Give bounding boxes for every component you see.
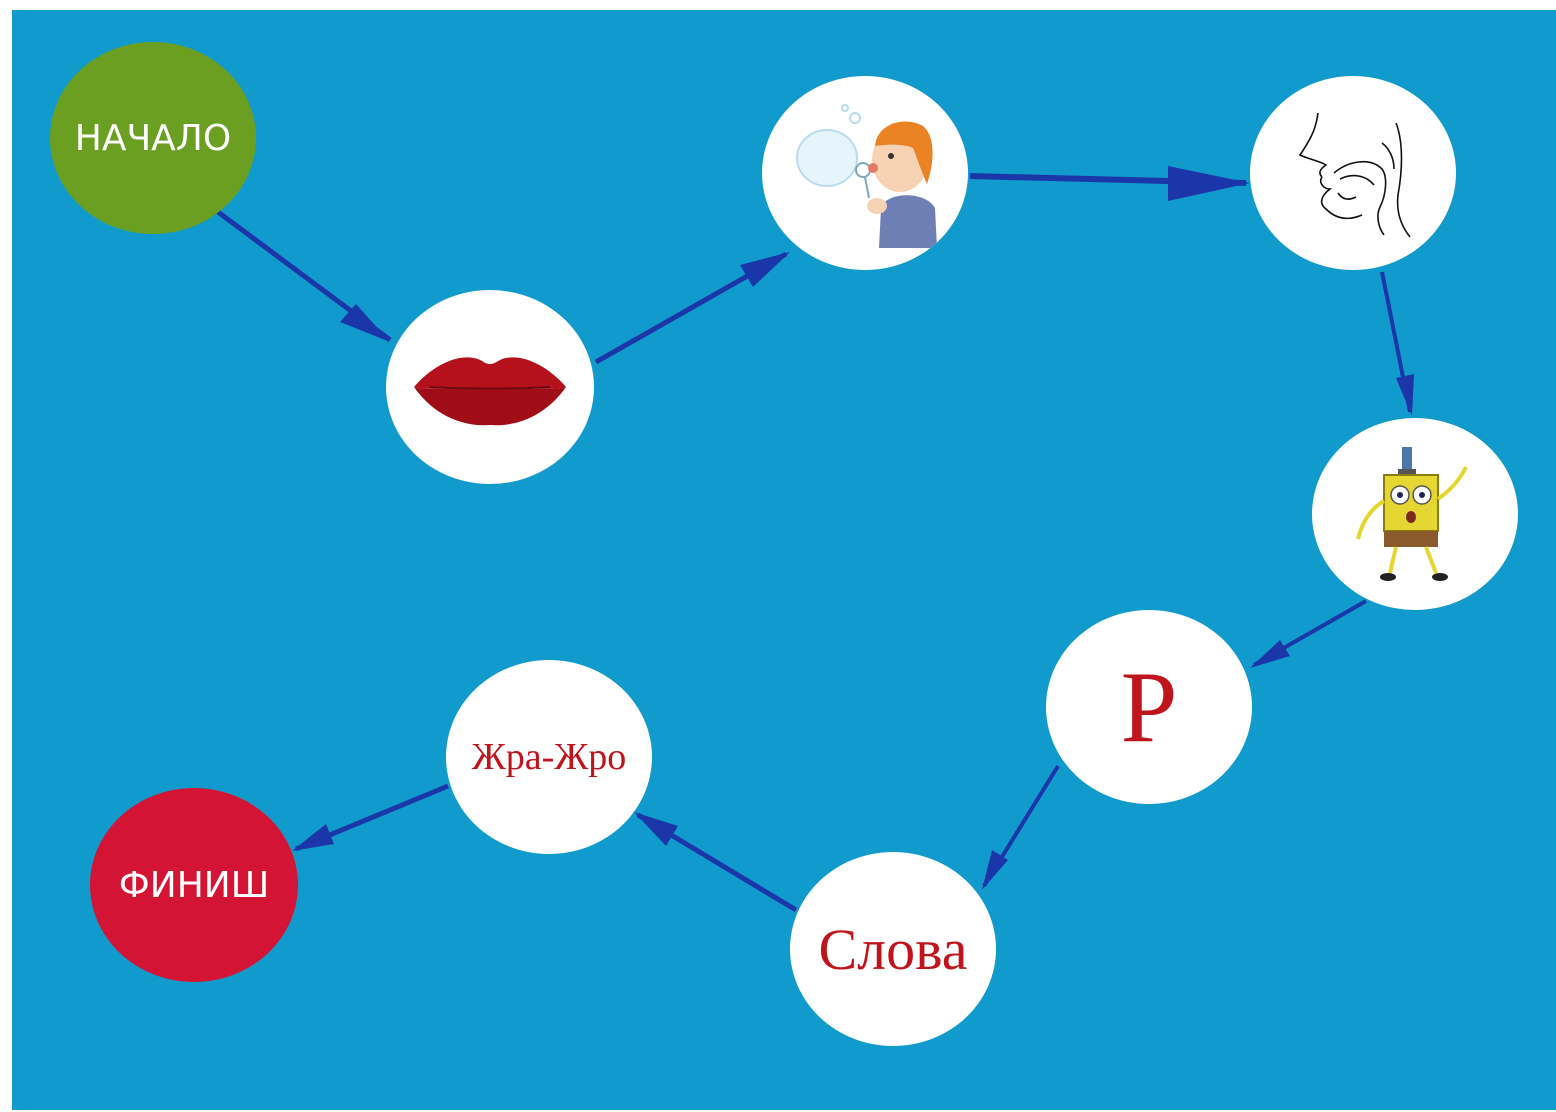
syllables-node[interactable]: Жра-Жро bbox=[446, 660, 652, 854]
sponge-node[interactable] bbox=[1312, 418, 1518, 610]
mouth-node[interactable] bbox=[1250, 76, 1456, 270]
boy-blowing-bubbles-icon bbox=[796, 104, 937, 248]
words-label: Слова bbox=[818, 916, 968, 982]
letter-node[interactable]: Р bbox=[1046, 610, 1252, 804]
sponge-character-icon bbox=[1356, 447, 1468, 581]
lips-node[interactable] bbox=[386, 290, 594, 484]
letter-label: Р bbox=[1120, 650, 1178, 764]
finish-node[interactable]: ФИНИШ bbox=[90, 788, 298, 982]
lips-icon bbox=[414, 357, 566, 426]
start-label: НАЧАЛО bbox=[74, 117, 232, 159]
bubbles-node[interactable] bbox=[762, 76, 968, 270]
start-node[interactable]: НАЧАЛО bbox=[50, 42, 256, 234]
finish-label: ФИНИШ bbox=[118, 864, 270, 906]
syllables-label: Жра-Жро bbox=[471, 736, 627, 778]
mouth-profile-icon bbox=[1298, 112, 1411, 238]
words-node[interactable]: Слова bbox=[790, 852, 996, 1046]
